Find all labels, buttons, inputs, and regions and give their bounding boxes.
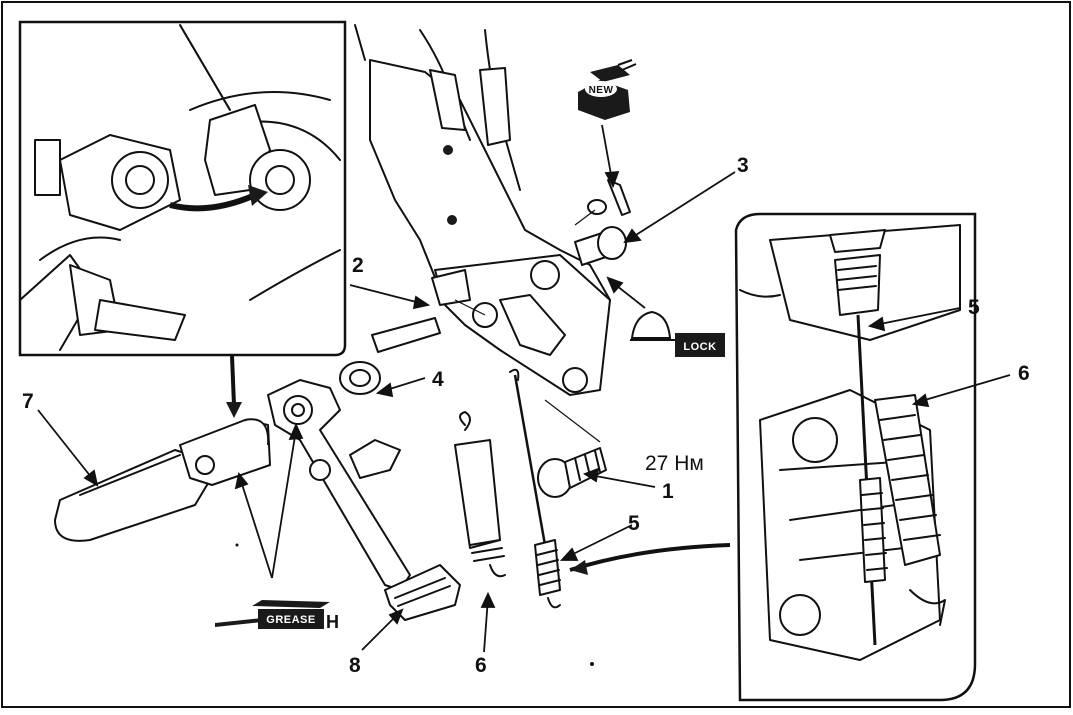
footpeg-bracket <box>354 24 611 396</box>
callout-4: 4 <box>432 368 444 391</box>
bolt-3 <box>574 179 631 266</box>
new-part-icon: NEW <box>578 59 637 120</box>
callout-3: 3 <box>737 154 749 177</box>
callout-6-bottom: 6 <box>475 654 487 677</box>
callout-numbers: 1 2 3 4 5 5 6 6 7 8 27 Нм <box>22 154 1030 677</box>
torque-label: 27 Нм <box>645 452 704 475</box>
inset-arrow <box>226 355 242 418</box>
inset-right <box>734 212 977 702</box>
grease-icon-group: GREASE H <box>215 600 339 632</box>
spring-rod-5 <box>509 368 561 609</box>
grease-suffix: H <box>326 612 339 632</box>
lock-tag-label: LOCK <box>683 341 716 353</box>
new-tag-label: NEW <box>589 85 614 96</box>
callout-5-bottom: 5 <box>628 512 640 535</box>
callout-2: 2 <box>352 254 364 277</box>
washer-and-pin <box>339 269 486 395</box>
spring-6 <box>454 411 506 578</box>
callout-8: 8 <box>349 654 361 677</box>
brake-pedal <box>267 379 461 621</box>
inset-top-left <box>18 20 347 357</box>
arrow-to-right-inset <box>569 543 731 575</box>
footpeg-assembly <box>54 418 271 542</box>
callout-5-right: 5 <box>968 296 980 319</box>
callout-6-right: 6 <box>1018 362 1030 385</box>
stray-dot <box>590 662 594 666</box>
bolt-1 <box>537 399 607 498</box>
leader-lines <box>37 24 1011 653</box>
stray-dot <box>235 543 239 547</box>
lock-icon-group: LOCK <box>630 310 725 357</box>
callout-1: 1 <box>662 480 674 503</box>
callout-7: 7 <box>22 390 34 413</box>
grease-tag-label: GREASE <box>266 614 315 626</box>
